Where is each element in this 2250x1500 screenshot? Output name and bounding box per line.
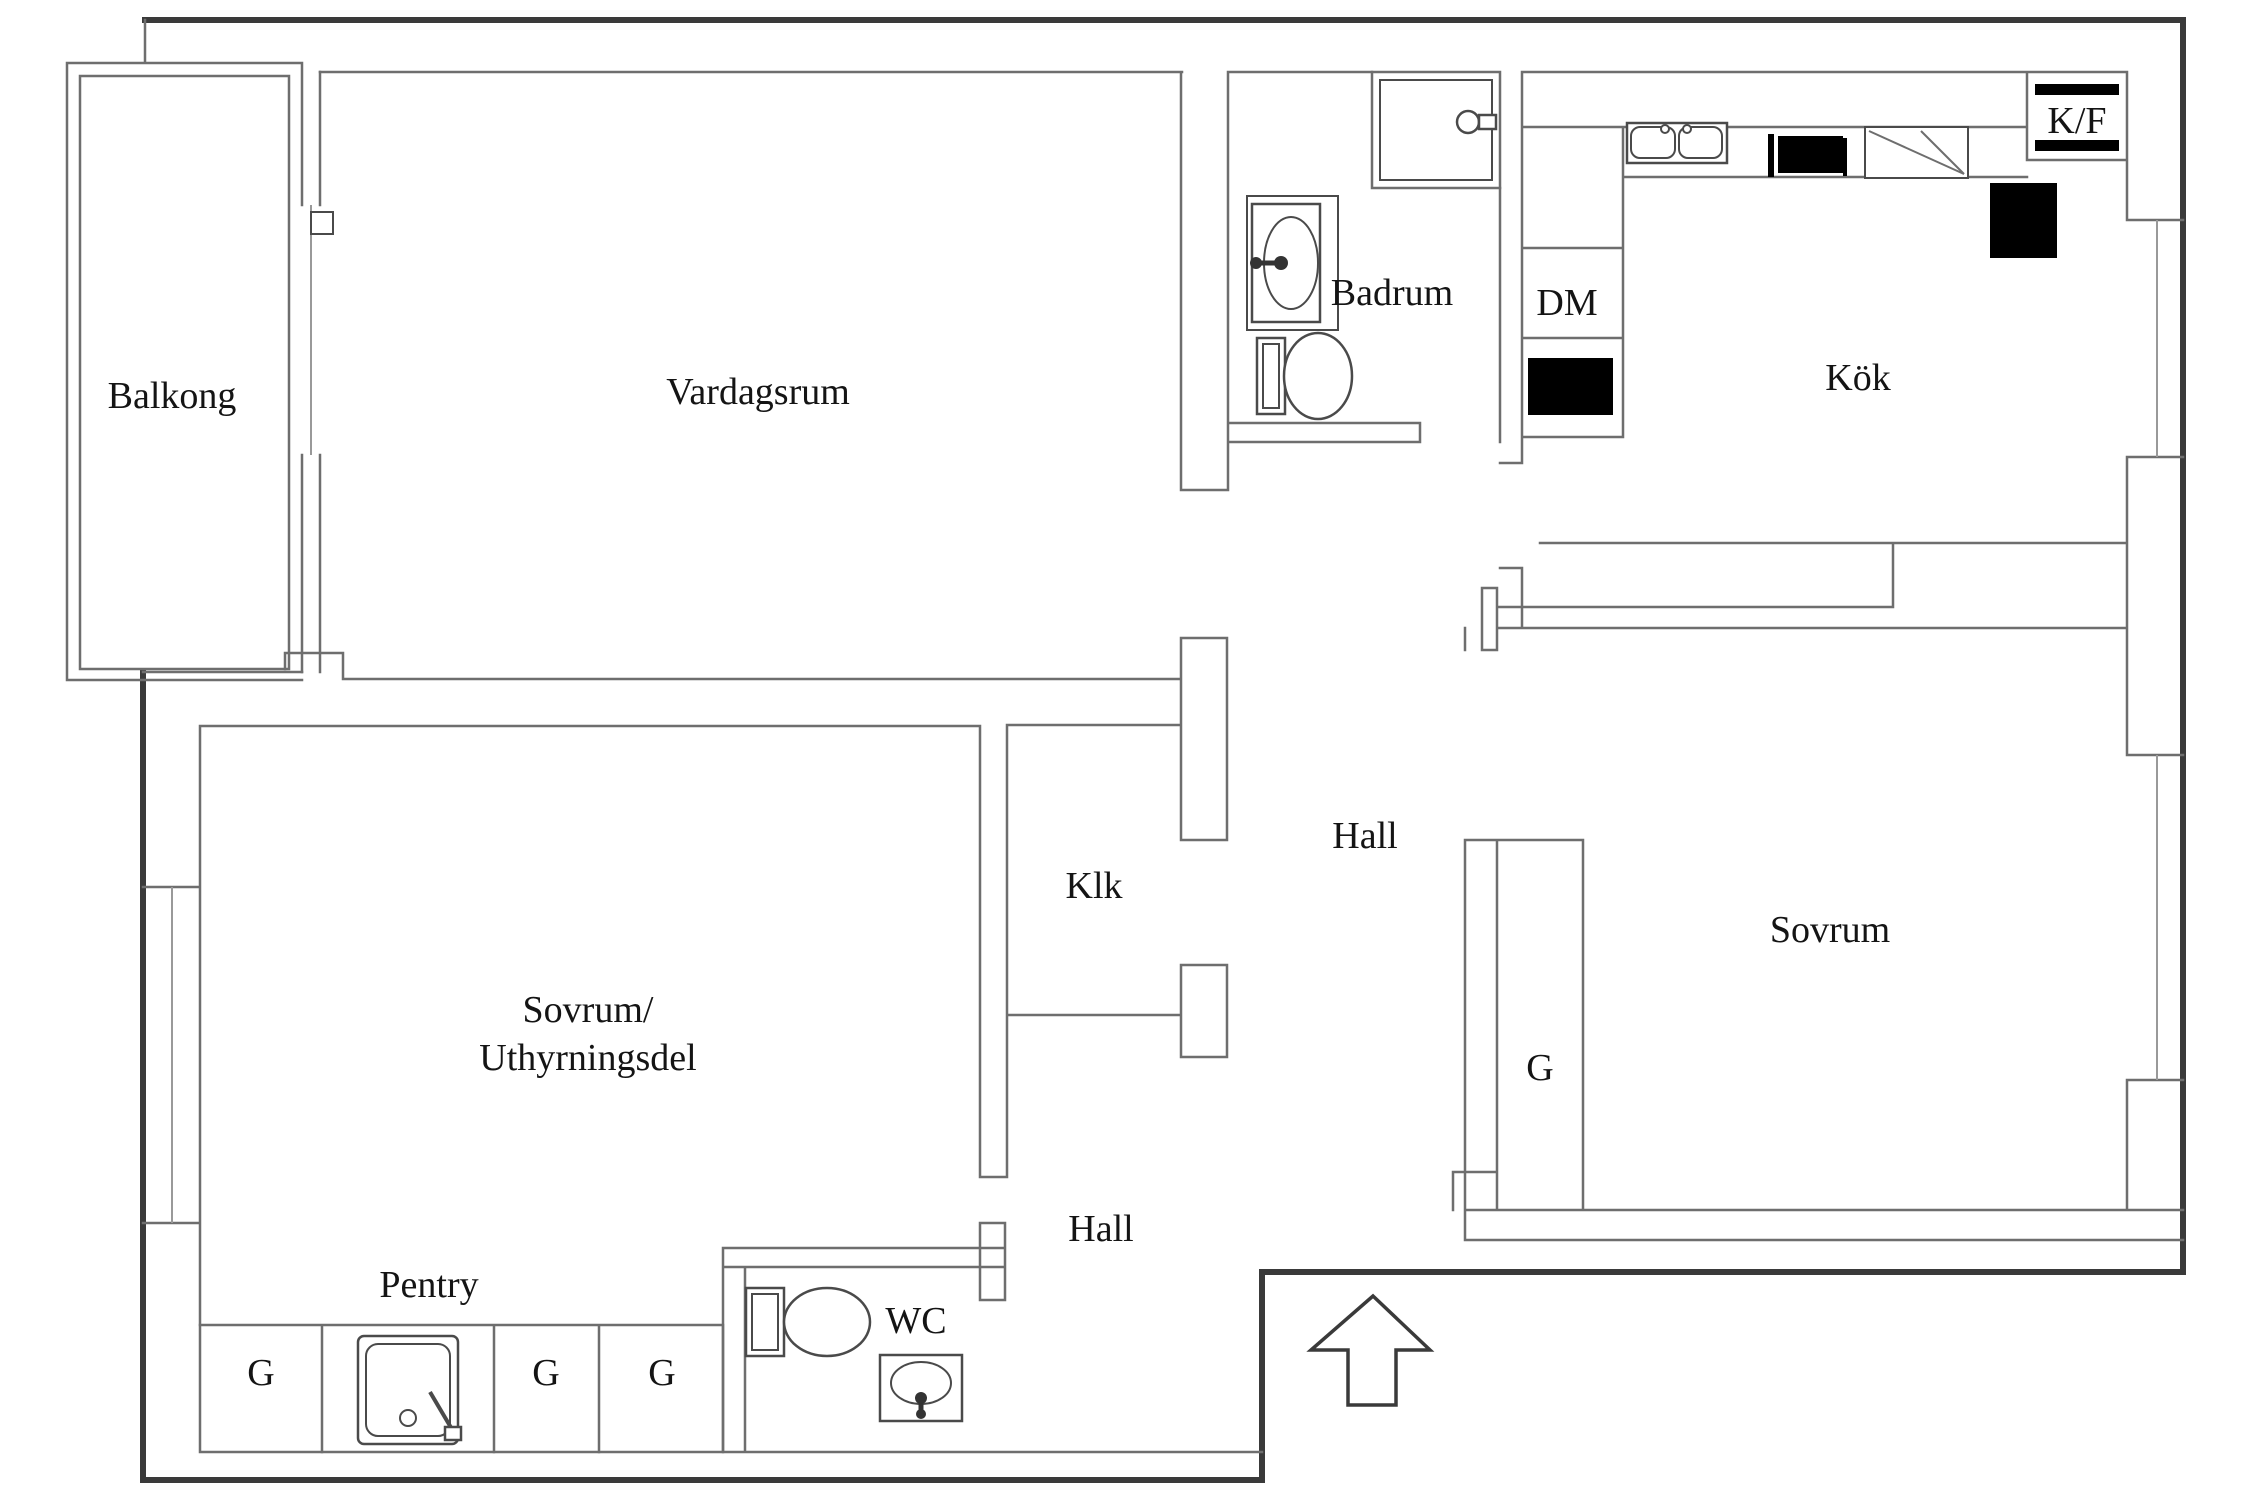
room-label-wc: WC xyxy=(885,1300,946,1342)
bathroom-washbasin-icon xyxy=(1246,195,1339,331)
corner-cabinet-icon xyxy=(1864,126,1969,179)
fridge-freezer-icon xyxy=(2035,84,2119,151)
balcony-door-handle-icon xyxy=(310,211,334,235)
wc-toilet-icon xyxy=(744,1286,872,1358)
room-label-pentry: Pentry xyxy=(379,1264,478,1306)
pentry-cabinet-row xyxy=(198,1323,725,1454)
label-g-cabinet-3: G xyxy=(648,1352,675,1394)
entrance-arrow-icon xyxy=(1306,1293,1435,1407)
room-label-badrum: Badrum xyxy=(1331,272,1453,314)
shower-icon xyxy=(1370,70,1502,190)
room-label-sovrum-uthyrningsdel-line2: Uthyrningsdel xyxy=(479,1037,696,1079)
pentry-sink-icon xyxy=(356,1334,463,1446)
room-label-hall-lower: Hall xyxy=(1068,1208,1133,1250)
room-label-klk: Klk xyxy=(1066,865,1123,907)
interior-walls xyxy=(141,70,2185,1454)
label-g-cabinet-1: G xyxy=(247,1352,274,1394)
room-label-vardagsrum: Vardagsrum xyxy=(666,371,850,413)
label-g-cabinet-2: G xyxy=(532,1352,559,1394)
room-label-balkong: Balkong xyxy=(108,375,237,417)
kitchen-double-sink-icon xyxy=(1625,121,1729,165)
stove-icon xyxy=(1768,134,1847,177)
kitchen-counter-appliance-icon xyxy=(1990,183,2057,258)
room-label-kok: Kök xyxy=(1825,357,1890,399)
label-dm-dishwasher: DM xyxy=(1536,282,1597,324)
bathroom-toilet-icon xyxy=(1255,331,1354,421)
outer-boundary-wall xyxy=(140,17,2186,1483)
room-label-hall-upper: Hall xyxy=(1332,815,1397,857)
wc-washbasin-icon xyxy=(878,1353,964,1423)
room-label-sovrum: Sovrum xyxy=(1770,909,1890,951)
balcony-walls xyxy=(65,18,334,682)
window-glass-lines xyxy=(171,220,2158,1223)
room-label-sovrum-uthyrningsdel-line1: Sovrum/ xyxy=(523,989,654,1031)
label-kf-fridge: K/F xyxy=(2047,100,2106,142)
label-g-closet-sovrum: G xyxy=(1526,1047,1553,1089)
dm-appliance-icon xyxy=(1528,358,1613,415)
